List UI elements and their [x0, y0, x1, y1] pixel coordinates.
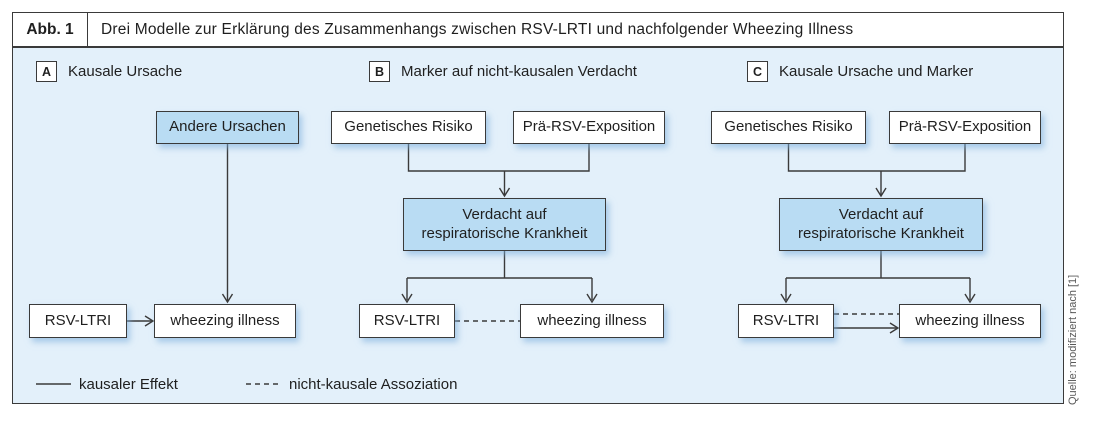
figure-title-bar: Abb. 1 Drei Modelle zur Erklärung des Zu…: [12, 12, 1064, 47]
panel-c-heading: C Kausale Ursache und Marker: [747, 61, 973, 82]
node-genetic-risk-b: Genetisches Risiko: [331, 111, 486, 144]
figure-title: Drei Modelle zur Erklärung des Zusammenh…: [101, 20, 854, 38]
node-pre-rsv-exposure-c: Prä-RSV-Exposition: [889, 111, 1041, 144]
panel-b-letter-badge: B: [369, 61, 390, 82]
node-pre-rsv-exposure-b: Prä-RSV-Exposition: [513, 111, 665, 144]
source-note: Quelle: modifiziert nach [1]: [1067, 274, 1079, 405]
panel-b-heading: B Marker auf nicht-kausalen Verdacht: [369, 61, 637, 82]
panel-b-heading-label: Marker auf nicht-kausalen Verdacht: [401, 63, 637, 80]
panel-a-heading-label: Kausale Ursache: [68, 63, 183, 80]
node-rsv-ltri-c: RSV-LTRI: [738, 304, 834, 338]
panel-c-heading-label: Kausale Ursache und Marker: [779, 63, 974, 80]
a-other-causes-to-wheezing-arrow: [221, 144, 234, 304]
panel-a-heading: A Kausale Ursache: [36, 61, 182, 82]
b-split-connector: [401, 251, 598, 304]
node-rsv-ltri-a: RSV-LTRI: [29, 304, 127, 338]
panel-c-letter-badge: C: [747, 61, 768, 82]
diagram-panel: A Kausale Ursache B Marker auf nicht-kau…: [12, 47, 1064, 404]
legend-noncausal-association-label: nicht-kausale Assoziation: [289, 376, 458, 393]
node-wheezing-illness-c: wheezing illness: [899, 304, 1041, 338]
b-top-merge-connector: [407, 144, 590, 198]
node-wheezing-illness-b: wheezing illness: [520, 304, 664, 338]
c-rsv-to-wheezing-arrow: [834, 322, 900, 334]
node-wheezing-illness-a: wheezing illness: [154, 304, 296, 338]
node-rsv-ltri-b: RSV-LTRI: [359, 304, 455, 338]
node-other-causes: Andere Ursachen: [156, 111, 299, 144]
node-genetic-risk-c: Genetisches Risiko: [711, 111, 866, 144]
c-top-merge-connector: [787, 144, 966, 198]
legend-causal-effect-label: kausaler Effekt: [79, 376, 178, 393]
c-split-connector: [780, 251, 976, 304]
figure-number-label: Abb. 1: [13, 13, 88, 46]
a-rsv-to-wheezing-arrow: [127, 315, 155, 327]
node-respiratory-suspicion-b: Verdacht auf respiratorische Krankheit: [403, 198, 606, 251]
panel-a-letter-badge: A: [36, 61, 57, 82]
node-respiratory-suspicion-c: Verdacht auf respiratorische Krankheit: [779, 198, 983, 251]
